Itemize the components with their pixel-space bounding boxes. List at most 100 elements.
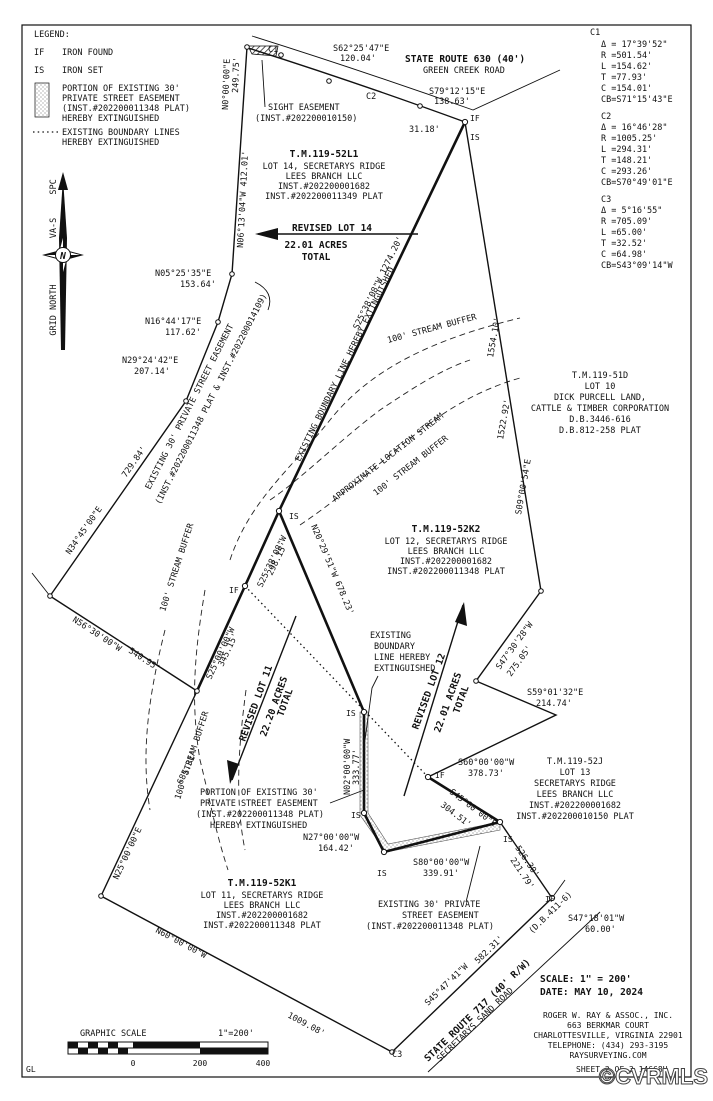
distance-label: 60.00'	[585, 925, 616, 935]
parcel-51d-line: DICK PURCELL LAND,	[554, 393, 646, 403]
curve-c1-row: R =501.54'	[601, 51, 652, 61]
distance-label: 138.63'	[434, 97, 470, 107]
distance-label: 339.91'	[423, 869, 459, 879]
distance-label: 249.75'	[231, 57, 242, 93]
bearing-label: S60°00'00"W	[458, 758, 515, 768]
curve-c3-row: L =65.00'	[601, 228, 647, 238]
parcel-52j-line: SECRETARYS RIDGE	[534, 779, 616, 789]
parcel-52j-line: T.M.119-52J	[547, 757, 603, 767]
iron-set-label: IS	[346, 709, 356, 718]
distance-label: 1009.08'	[286, 1011, 327, 1039]
monument-marker	[548, 894, 556, 902]
graphic-scale-tick: 200	[193, 1059, 208, 1068]
parcel-51d-line: D.B.812-258 PLAT	[559, 426, 641, 436]
curve-c1-name: C1	[590, 28, 600, 38]
road-sr630-far-edge	[251, 35, 561, 111]
bearing-label: N34°45'00"E	[64, 505, 104, 557]
firm-line: 663 BERKMAR COURT	[567, 1021, 649, 1030]
monument-marker	[424, 773, 432, 781]
parcel-52k1-title: T.M.119-52K1	[228, 878, 297, 889]
drafter-initials: GL	[26, 1065, 36, 1074]
easement-outline	[362, 712, 501, 854]
line-n25	[100, 690, 198, 897]
distance-label: 540.95'	[126, 646, 161, 674]
bearing-label: S47°18'01"W	[568, 914, 625, 924]
iron-found-label: IF	[470, 114, 480, 123]
curve-c1-row: CB=S71°15'43"E	[601, 95, 673, 105]
curve-c3-row: CB=S43°09'14"W	[601, 261, 674, 271]
distance-label: 153.64'	[180, 280, 216, 290]
firm-line: ROGER W. RAY & ASSOC., INC.	[543, 1011, 673, 1020]
distance-label: 164.42'	[318, 844, 354, 854]
new-line-s25-38b	[243, 510, 281, 587]
monument-marker	[183, 398, 189, 404]
iron-set-label: IS	[289, 512, 299, 521]
bearing-label: N06°13'04"W 412.01'	[236, 151, 251, 249]
north-letter: N	[59, 251, 66, 262]
distance-label: 333.77'	[352, 749, 362, 785]
north-arrow-head	[58, 172, 68, 190]
parcel-labels: T.M.119-52L1 LOT 14, SECRETARYS RIDGE LE…	[201, 149, 670, 931]
iron-found-label: IF	[435, 771, 445, 780]
ext-boundary-note: EXISTING	[370, 631, 411, 641]
bearing-label: N60°00'00"W	[154, 926, 209, 962]
legend: LEGEND: IF IRON FOUND IS IRON SET PORTIO…	[33, 30, 190, 148]
bearing-label: S45°47'41"W	[423, 961, 471, 1008]
monument-marker	[538, 588, 544, 594]
grid-north-label: GRID NORTH	[49, 284, 59, 335]
line-n20	[277, 510, 366, 713]
bearing-label: N56°30'00"W	[70, 615, 123, 655]
graphic-scale: GRAPHIC SCALE 1"=200' 0 200 400	[67, 1029, 270, 1068]
parcel-52k1-line: INST.#202200011348 PLAT	[203, 921, 321, 931]
line-526	[499, 821, 553, 899]
distance-label: 117.62'	[165, 328, 201, 338]
north-vas-label: VA-S	[49, 218, 59, 238]
curve-c2-row: Δ = 16°46'28"	[601, 123, 668, 133]
firm-line: TELEPHONE: (434) 293-3195	[548, 1041, 669, 1050]
parcel-52j-line: INST.#202200001682	[529, 801, 621, 811]
bearing-label: S59°01'32"E	[527, 688, 583, 698]
ext-boundary-note: LINE HEREBY	[374, 653, 430, 663]
parcel-51d-line: T.M.119-51D	[572, 371, 628, 381]
bearing-label: N20°29'51"W 678.23'	[308, 523, 355, 616]
bearing-label: N29°24'42"E	[122, 356, 178, 366]
legend-easement-line: PRIVATE STREET EASEMENT	[62, 94, 180, 104]
curve-tag-c3: C3	[392, 1050, 402, 1060]
monument-labels: C1 C2 C3 IF IS IS IF IS IS IS IF IS IF	[229, 45, 555, 1060]
sheet-border	[21, 24, 692, 1078]
legend-boundary-line: EXISTING BOUNDARY LINES	[62, 128, 180, 138]
curve-c3-row: C =64.98'	[601, 250, 647, 260]
curve-c2-row: CB=S70°49'01"E	[601, 178, 673, 188]
curve-tables: C1 Δ = 17°39'52" R =501.54' L =154.62' T…	[590, 28, 674, 271]
bearing-label: S79°12'15"E	[429, 87, 485, 97]
bearing-label: S80°00'00"W	[413, 858, 470, 868]
sheet-number: SHEET 2 OF 2 14668H	[576, 1065, 668, 1074]
curve-c3-name: C3	[601, 195, 611, 205]
curve-c3-row: R =705.09'	[601, 217, 652, 227]
revised-lot14-total: TOTAL	[302, 252, 331, 263]
existing-private-note: (INST.#202200011348 PLAT)	[366, 922, 494, 932]
parcel-52l1-line: LEES BRANCH LLC	[286, 172, 363, 182]
new-line-s25-38	[277, 121, 467, 512]
existing-private-note: STREET EASEMENT	[402, 911, 479, 921]
stream-buffer-label: 100' STREAM BUFFER	[386, 312, 478, 346]
parcel-52k1-line: LOT 11, SECRETARYS RIDGE	[201, 891, 324, 901]
legend-is-symbol: IS	[34, 66, 44, 76]
ext-boundary-note: BOUNDARY	[374, 642, 415, 652]
stream-buffer-lines	[145, 317, 521, 871]
iron-found-label: IF	[545, 895, 555, 904]
monument-marker	[496, 818, 504, 826]
monument-marker	[194, 688, 200, 694]
ext-boundary-note: EXTINGUISHED	[374, 664, 435, 674]
curve-c1-row: T =77.93'	[601, 73, 647, 83]
parcel-52j-line: INST.#202200010150 PLAT	[516, 812, 634, 822]
parcel-51d-line: LOT 10	[585, 382, 616, 392]
private-easement-note: EXISTING 30' PRIVATE STREET EASEMENT	[144, 323, 237, 492]
sight-easement-note: SIGHT EASEMENT	[268, 103, 340, 113]
parcel-52l1-line: INST.#202200011349 PLAT	[265, 192, 383, 202]
curve-c2-row: R =1005.25'	[601, 134, 657, 144]
iron-set-label: IS	[470, 133, 480, 142]
parcel-52l1-title: T.M.119-52L1	[290, 149, 359, 160]
extinguished-easement-area	[359, 711, 501, 853]
